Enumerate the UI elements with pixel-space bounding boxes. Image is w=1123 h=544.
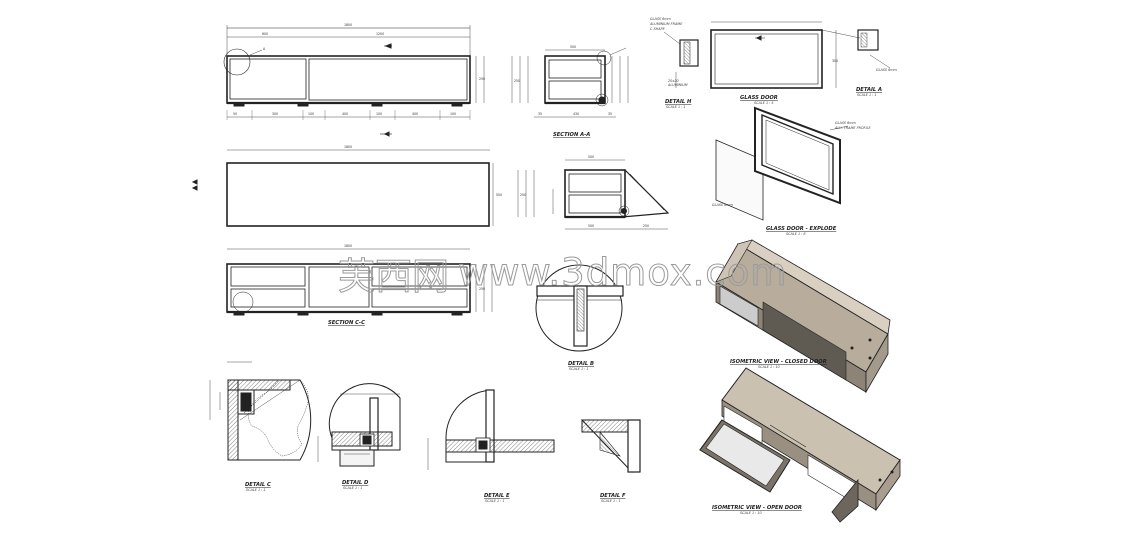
svg-text:500: 500 [588,155,594,159]
svg-text:1800: 1800 [344,244,352,248]
detail-b-label: DETAIL B [568,361,594,367]
svg-text:400: 400 [412,112,418,116]
svg-text:ALU. FRAME PROFILE: ALU. FRAME PROFILE [834,126,872,130]
section-aa-label: SECTION A-A [553,132,590,138]
detail-d-scale: SCALE 1 : 1 [343,486,363,490]
svg-text:500: 500 [570,45,576,49]
svg-text:SCALE 1 : 5: SCALE 1 : 5 [754,101,774,105]
detail-e-label: DETAIL E [484,493,510,499]
detail-f-label: DETAIL F [600,493,626,499]
svg-text:100: 100 [308,112,314,116]
svg-text:C-SHAPE: C-SHAPE [650,27,666,31]
detail-a-label: DETAIL A [856,87,882,93]
detail-e-view [427,389,555,470]
svg-text:1800: 1800 [344,145,352,149]
top-view: 1800 500 [191,131,502,227]
isometric-closed-view [715,239,891,394]
section-aa-view: 500 250 35 430 35 [511,45,629,118]
detail-c-scale: SCALE 1 : 1 [246,488,266,492]
svg-text:GLASS 6mm: GLASS 6mm [650,17,672,21]
svg-text:SCALE 1 : 8: SCALE 1 : 8 [786,232,806,236]
svg-text:50: 50 [233,112,237,116]
svg-text:SCALE 1 : 10: SCALE 1 : 10 [758,365,780,369]
detail-c-view [209,361,312,461]
detail-b-view [535,264,624,352]
section-cc-view: 1800 250 [226,244,493,316]
watermark-cn: 芙西网 [338,255,449,298]
svg-text:GLASS 6mm: GLASS 6mm [712,203,734,207]
detail-d-view [317,383,401,467]
svg-text:ALUMINIUM: ALUMINIUM [667,83,688,87]
svg-text:35: 35 [538,112,542,116]
svg-text:250: 250 [514,79,520,83]
svg-text:250: 250 [520,193,526,197]
svg-text:20x20: 20x20 [668,79,679,83]
detail-f-view [580,419,641,473]
detail-d-label: DETAIL D [342,480,369,486]
svg-text:500: 500 [588,224,594,228]
svg-text:600: 600 [262,32,268,36]
section-dd-view: 500 250 500 250 [517,155,670,230]
svg-text:400: 400 [342,112,348,116]
svg-text:500: 500 [496,193,502,197]
svg-text:35: 35 [608,112,612,116]
svg-text:250: 250 [479,77,485,81]
svg-text:100: 100 [376,112,382,116]
svg-text:GLASS 6mm: GLASS 6mm [835,121,857,125]
svg-text:1200: 1200 [376,32,384,36]
svg-text:A: A [263,47,266,51]
section-h-detail: GLASS 6mm ALUMINIUM FRAME C-SHAPE 20x20 … [649,17,699,88]
svg-text:ALUMINIUM FRAME: ALUMINIUM FRAME [649,22,683,26]
glass-door-explode-label: GLASS DOOR - EXPLODE [766,226,837,232]
glass-door-explode-view: GLASS 6mm ALU. FRAME PROFILE GLASS 6mm [712,106,872,221]
svg-text:SCALE 1 : 10: SCALE 1 : 10 [740,511,762,515]
isometric-open-view [699,367,901,523]
detail-a-scale: SCALE 1 : 1 [857,93,877,97]
section-h-scale: SCALE 1 : 1 [666,105,686,109]
svg-text:250: 250 [643,224,649,228]
section-h-label: DETAIL H [665,99,692,105]
svg-text:1800: 1800 [344,23,352,27]
iso-closed-label: ISOMETRIC VIEW - CLOSED DOOR [730,359,827,365]
detail-e-scale: SCALE 1 : 1 [485,499,505,503]
svg-text:300: 300 [272,112,278,116]
detail-f-scale: SCALE 1 : 1 [601,499,621,503]
watermark-url: www.3dmox.com [458,251,787,294]
svg-text:430: 430 [573,112,579,116]
glass-door-view: 300 GLASS 6mm [710,21,898,89]
svg-text:300: 300 [832,59,838,63]
detail-b-scale: SCALE 1 : 1 [569,367,589,371]
section-cc-label: SECTION C-C [328,320,365,326]
glass-door-label: GLASS DOOR [740,95,778,101]
front-view: 1800 600 1200 A 250 [223,23,485,120]
iso-open-label: ISOMETRIC VIEW - OPEN DOOR [712,505,802,511]
svg-text:100: 100 [450,112,456,116]
detail-c-label: DETAIL C [245,482,271,488]
svg-text:250: 250 [479,287,485,291]
svg-text:GLASS 6mm: GLASS 6mm [876,68,898,72]
